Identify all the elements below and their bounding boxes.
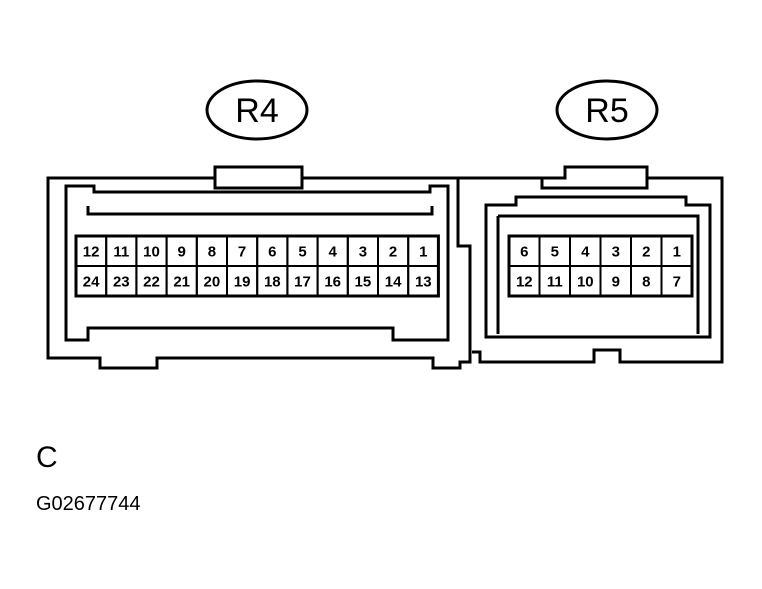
r4-label-oval <box>205 79 309 141</box>
r5-pin-7: 7 <box>673 274 681 291</box>
r5-connector-housing <box>458 165 724 364</box>
r4-pin-11: 11 <box>113 244 129 261</box>
r5-pin-4: 4 <box>581 244 590 261</box>
figure-code: G02677744 <box>36 493 141 515</box>
r4-pin-23: 23 <box>113 274 130 291</box>
r4-pin-5: 5 <box>298 244 306 261</box>
r5-top-latch <box>540 178 649 190</box>
r4-pin-2: 2 <box>389 244 397 261</box>
r5-label: R5 <box>585 92 628 130</box>
r4-pin-24: 24 <box>83 274 100 291</box>
r4-pin-8: 8 <box>208 244 216 261</box>
r4-pin-7: 7 <box>238 244 246 261</box>
r5-pin-6: 6 <box>520 244 528 261</box>
r5-pin-1: 1 <box>673 244 681 261</box>
r5-label-group: R5 <box>555 79 659 141</box>
r4-pin-cell-13 <box>407 265 440 297</box>
r4-pin-20: 20 <box>204 274 221 291</box>
r5-label-oval <box>555 79 659 141</box>
r4-pin-17: 17 <box>294 274 311 291</box>
r4-pin-13: 13 <box>415 274 432 291</box>
view-letter: C <box>36 441 58 474</box>
r5-outer-body <box>458 165 724 364</box>
r5-pin-3: 3 <box>612 244 620 261</box>
r4-pin-15: 15 <box>355 274 372 291</box>
r4-pin-9: 9 <box>178 244 186 261</box>
r5-pin-2: 2 <box>642 244 650 261</box>
r5-inner-cavity <box>484 195 712 339</box>
r4-pin-14: 14 <box>385 274 402 291</box>
r5-pin-11: 11 <box>547 274 563 291</box>
r5-inner-shelf <box>496 214 700 334</box>
r4-pin-1: 1 <box>419 244 427 261</box>
r5-pin-cell-7 <box>660 265 693 297</box>
r5-pin-12: 12 <box>516 274 533 291</box>
r5-pin-grid: 6 5 4 3 2 1 12 11 10 9 8 7 <box>507 234 694 298</box>
r4-pin-4: 4 <box>329 244 338 261</box>
r4-pin-3: 3 <box>359 244 367 261</box>
r4-inner-cavity <box>64 184 450 342</box>
r4-top-latch <box>213 178 304 190</box>
r5-pin-8: 8 <box>642 274 650 291</box>
r4-label: R4 <box>235 92 278 130</box>
r4-pin-22: 22 <box>143 274 160 291</box>
r4-pin-10: 10 <box>143 244 160 261</box>
r4-inner-shelf <box>86 206 434 216</box>
r4-pin-21: 21 <box>173 274 190 291</box>
r5-pin-9: 9 <box>612 274 620 291</box>
r4-pin-12: 12 <box>83 244 100 261</box>
r4-pin-16: 16 <box>324 274 341 291</box>
r4-outer-body <box>46 165 472 370</box>
r4-pin-18: 18 <box>264 274 281 291</box>
r5-pin-10: 10 <box>577 274 594 291</box>
r5-pin-5: 5 <box>551 244 559 261</box>
r4-label-group: R4 <box>205 79 309 141</box>
r4-connector-housing <box>46 165 472 370</box>
r4-pin-19: 19 <box>234 274 251 291</box>
r4-pin-6: 6 <box>268 244 276 261</box>
